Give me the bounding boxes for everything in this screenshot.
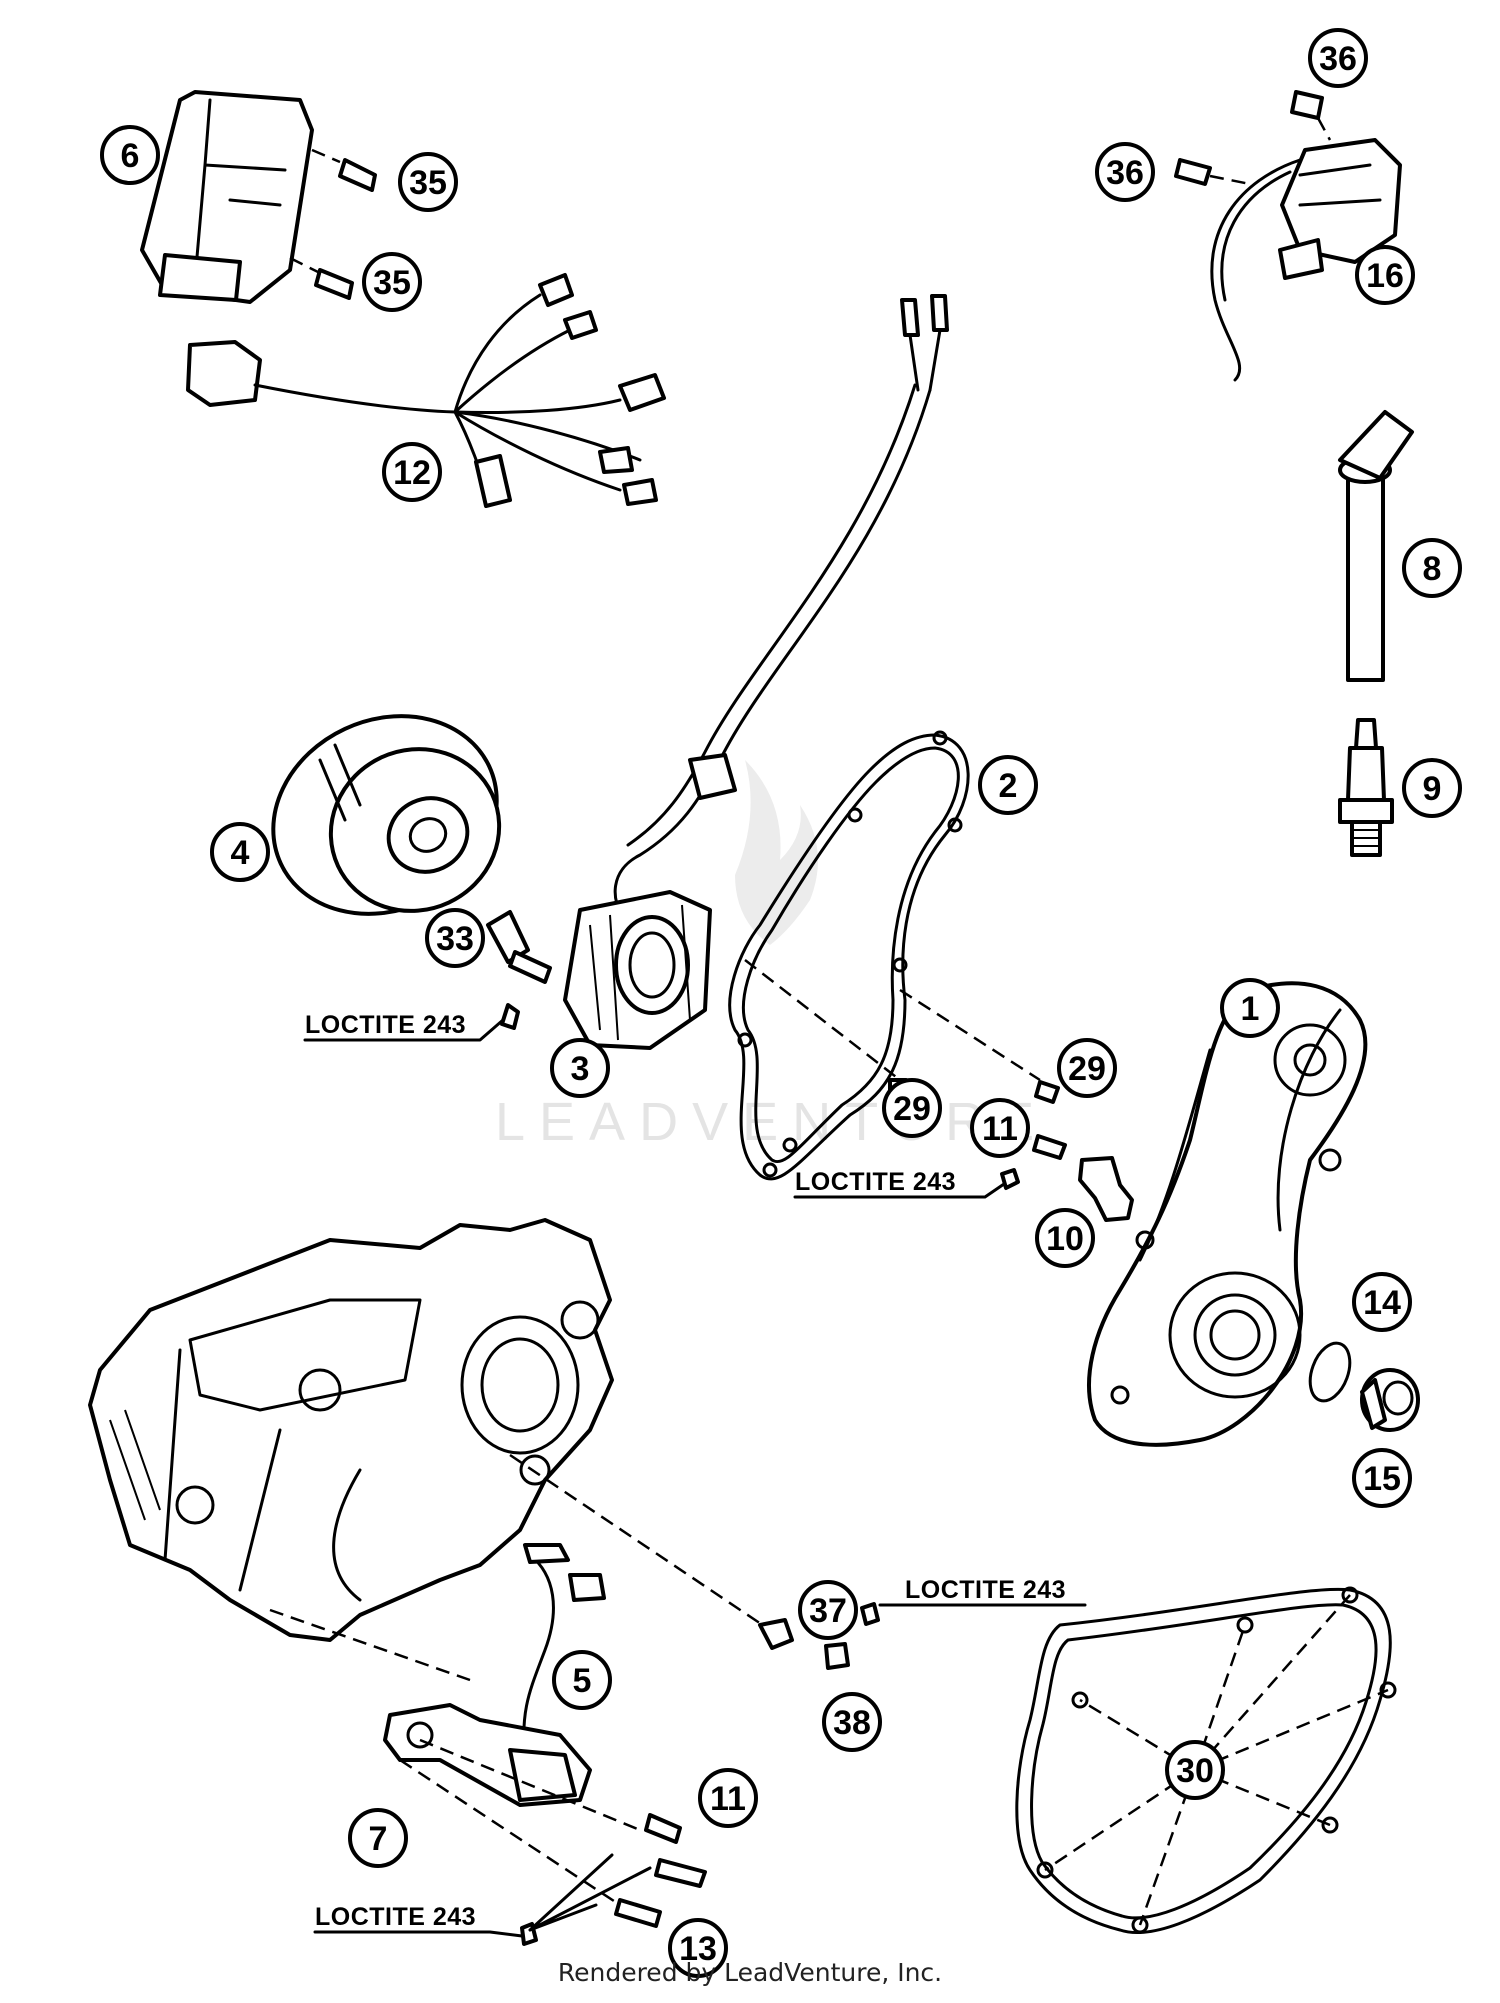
screw-36-upper <box>1290 90 1324 120</box>
wiring-harness-part <box>186 273 666 508</box>
callout-6: 6 <box>100 125 160 185</box>
loctite-drop-38 <box>860 1602 880 1626</box>
callout-29-right: 29 <box>1057 1038 1117 1098</box>
svg-text:5: 5 <box>573 1662 592 1700</box>
watermark-text: LEADVENTURE <box>495 1092 1048 1152</box>
svg-text:36: 36 <box>1319 40 1357 78</box>
svg-text:38: 38 <box>833 1704 871 1742</box>
svg-text:9: 9 <box>1423 770 1442 808</box>
svg-text:29: 29 <box>1068 1050 1106 1088</box>
callout-38: 38 <box>822 1692 882 1752</box>
ignition-cover-part <box>1087 981 1368 1447</box>
footer-credit: Rendered by LeadVenture, Inc. <box>557 1958 943 1987</box>
callout-10: 10 <box>1035 1208 1095 1268</box>
loctite-label-rotor: LOCTITE 243 <box>303 1011 505 1042</box>
screw-33-part <box>486 910 552 1030</box>
svg-text:14: 14 <box>1363 1284 1401 1322</box>
stator-part <box>563 890 712 1050</box>
flywheel-rotor-part <box>271 714 502 916</box>
ignition-coil-part <box>1210 138 1402 382</box>
loctite-text-cover: LOCTITE 243 <box>795 1168 956 1196</box>
svg-text:12: 12 <box>393 454 431 492</box>
svg-text:29: 29 <box>893 1090 931 1128</box>
o-ring-14-part <box>1308 1341 1352 1403</box>
screw-36-left <box>1174 158 1212 186</box>
crankcase-part <box>88 1218 614 1642</box>
svg-text:11: 11 <box>982 1110 1018 1148</box>
callout-29-left: 29 <box>882 1078 942 1138</box>
svg-text:36: 36 <box>1106 154 1144 192</box>
callout-35-lower: 35 <box>362 252 422 312</box>
callout-11-cover: 11 <box>970 1098 1030 1158</box>
callout-12: 12 <box>382 442 442 502</box>
screw-35-upper <box>338 158 377 192</box>
svg-text:4: 4 <box>231 834 250 872</box>
svg-text:3: 3 <box>571 1050 590 1088</box>
grommet-37-part <box>758 1618 794 1650</box>
sensor-bracket-7-part <box>383 1703 592 1807</box>
callout-14: 14 <box>1352 1272 1412 1332</box>
pulse-generator-5-part <box>522 1543 606 1762</box>
screw-38-part <box>824 1642 850 1670</box>
callout-1: 1 <box>1220 978 1280 1038</box>
svg-text:6: 6 <box>121 137 140 175</box>
svg-text:33: 33 <box>436 920 474 958</box>
svg-text:16: 16 <box>1366 257 1404 295</box>
callout-35-upper: 35 <box>398 152 458 212</box>
svg-text:10: 10 <box>1046 1220 1084 1258</box>
loctite-label-cover: LOCTITE 243 <box>793 1168 1006 1199</box>
loctite-text-bracket: LOCTITE 243 <box>315 1903 476 1931</box>
screw-plug-15-part <box>1360 1368 1420 1432</box>
svg-text:8: 8 <box>1423 550 1442 588</box>
svg-text:15: 15 <box>1363 1460 1401 1498</box>
callout-36-upper: 36 <box>1308 28 1368 88</box>
loctite-label-grommet: LOCTITE 243 <box>878 1576 1087 1607</box>
callout-15: 15 <box>1352 1448 1412 1508</box>
ignition-cover-gasket-part <box>728 730 970 1181</box>
loctite-label-bracket: LOCTITE 243 <box>313 1903 524 1938</box>
cable-clamp-10-part <box>1078 1156 1134 1222</box>
loctite-text-rotor: LOCTITE 243 <box>305 1011 466 1039</box>
svg-text:7: 7 <box>369 1820 388 1858</box>
callout-3: 3 <box>550 1038 610 1098</box>
callout-36-left: 36 <box>1095 142 1155 202</box>
callout-13: 13 <box>668 1918 728 1978</box>
callout-37: 37 <box>798 1580 858 1640</box>
callout-2: 2 <box>978 755 1038 815</box>
cdi-unit-part <box>140 90 314 304</box>
clutch-cover-gasket-part <box>1015 1586 1397 1935</box>
svg-text:37: 37 <box>809 1592 847 1630</box>
watermark-logo <box>735 760 818 945</box>
loctite-text-grommet: LOCTITE 243 <box>905 1576 1066 1604</box>
stator-cable <box>613 294 949 922</box>
callout-5: 5 <box>552 1650 612 1710</box>
spark-plug-part <box>1338 718 1394 857</box>
screw-35-lower <box>314 268 354 300</box>
spark-plug-connector-part <box>1338 410 1414 682</box>
svg-text:11: 11 <box>710 1780 746 1818</box>
callout-8: 8 <box>1402 538 1462 598</box>
watermark: LEADVENTURE <box>495 760 1048 1152</box>
callout-33: 33 <box>425 908 485 968</box>
svg-text:13: 13 <box>679 1930 717 1968</box>
callout-16: 16 <box>1355 245 1415 305</box>
callout-4: 4 <box>210 822 270 882</box>
screw-13-part <box>614 1858 707 1928</box>
screw-11-cover <box>1032 1134 1067 1160</box>
svg-text:35: 35 <box>373 264 411 302</box>
svg-text:2: 2 <box>999 767 1018 805</box>
callout-11-bracket: 11 <box>698 1768 758 1828</box>
svg-text:35: 35 <box>409 164 447 202</box>
svg-text:30: 30 <box>1176 1752 1214 1790</box>
callout-9: 9 <box>1402 758 1462 818</box>
svg-text:1: 1 <box>1241 990 1260 1028</box>
callout-30: 30 <box>1165 1740 1225 1800</box>
callout-7: 7 <box>348 1808 408 1868</box>
screw-11-bracket <box>644 1813 682 1844</box>
dowel-pin-29-right <box>1034 1080 1060 1104</box>
